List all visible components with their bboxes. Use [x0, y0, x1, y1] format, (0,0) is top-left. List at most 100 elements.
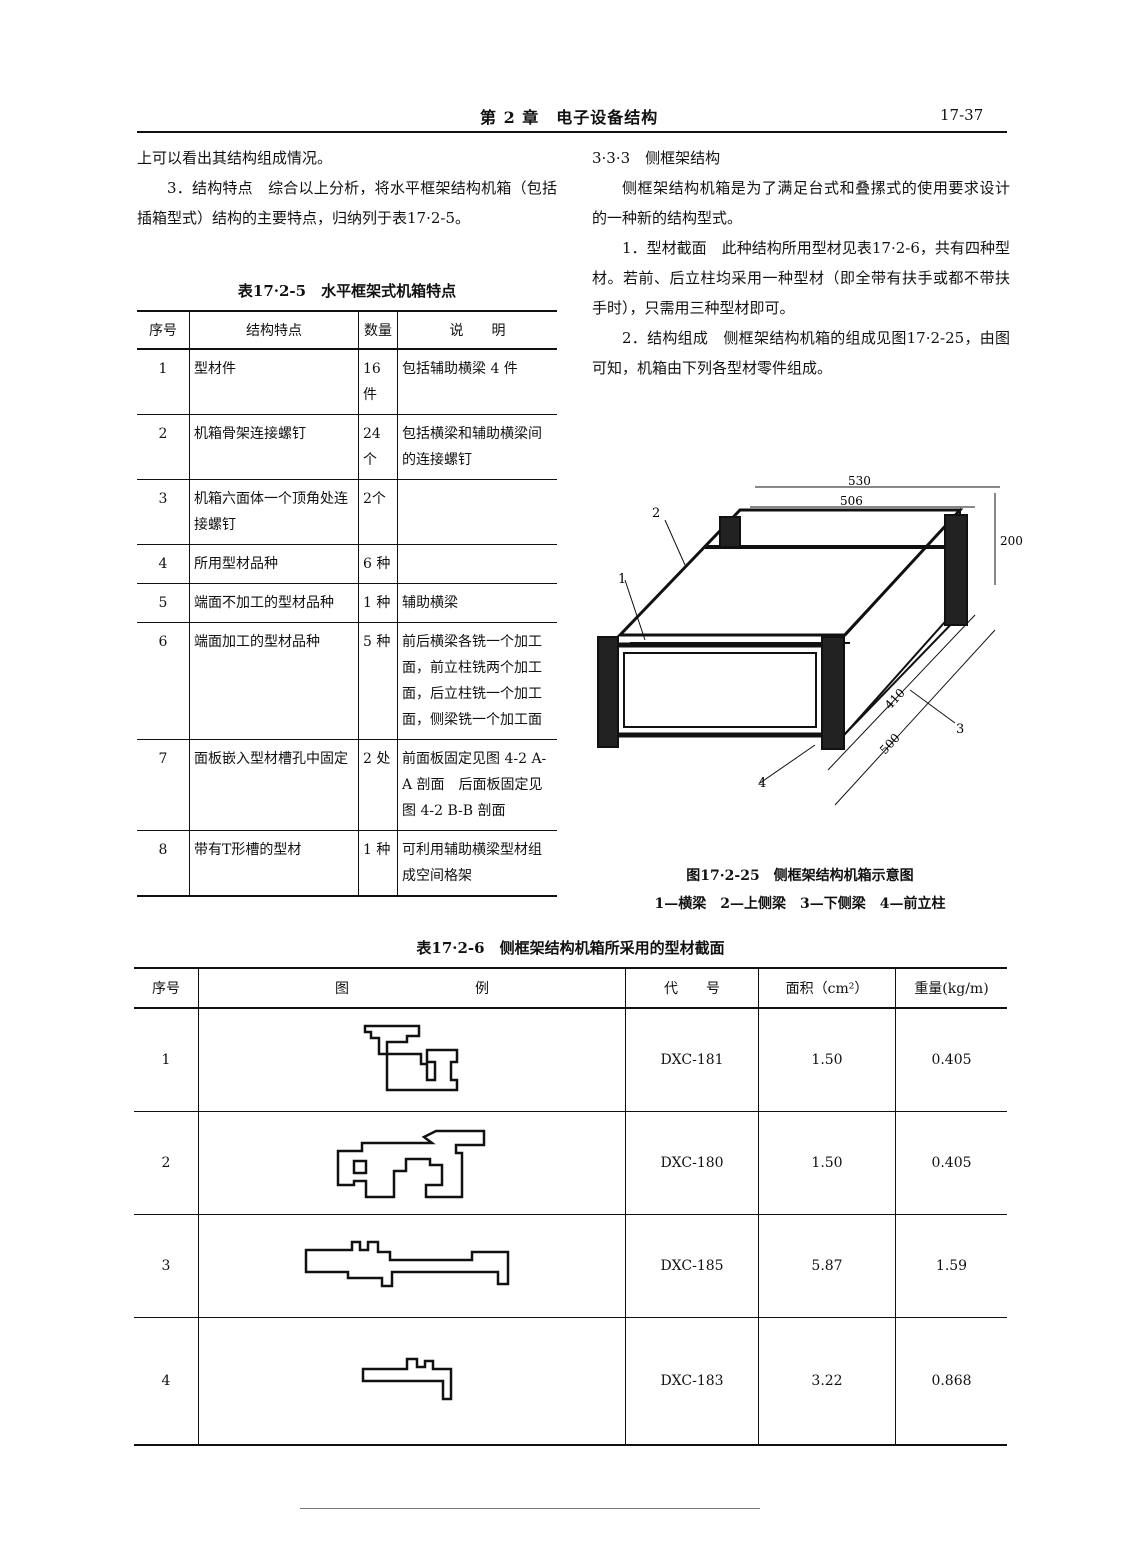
table-row: 4 DXC-183 3.22 0.868 [134, 1317, 1007, 1446]
paragraph: 侧框架结构机箱是为了满足台式和叠摞式的使用要求设计的一种新的结构型式。 [592, 179, 1010, 227]
footer-divider [300, 1508, 760, 1509]
figure-caption-title: 图17·2-25 侧框架结构机箱示意图 [686, 868, 914, 884]
figure-legend: 1—横梁 2—上侧梁 3—下侧梁 4—前立柱 [654, 896, 946, 912]
table-cell: 4 [134, 1317, 199, 1446]
table-cell: 可利用辅助横梁型材组成空间格架 [397, 830, 557, 897]
column-header: 重量(kg/m) [895, 967, 1007, 1009]
table-cell: 1.59 [895, 1214, 1007, 1318]
table-cell: 2 [134, 1111, 199, 1215]
table6-caption: 表17·2-6 侧框架结构机箱所采用的型材截面 [416, 939, 725, 957]
table-cell: 机箱六面体一个顶角处连接螺钉 [189, 479, 359, 545]
table-row: 2 DXC-180 1.50 0.405 [134, 1111, 1007, 1215]
table-cell: 前后横梁各铣一个加工面，前立柱铣两个加工面，后立柱铣一个加工面，侧梁铣一个加工面 [397, 622, 557, 740]
table-cell: 16件 [358, 349, 398, 415]
table-cell: 1.50 [758, 1008, 896, 1112]
chassis-figure: 530 506 200 410 500 1 2 3 4 [597, 474, 1023, 806]
table-header-row: 序号 图 例 代 号 面积（cm²） 重量(kg/m) [134, 967, 1007, 1009]
profile-drawing [304, 1240, 510, 1288]
table-cell: 机箱骨架连接螺钉 [189, 414, 359, 480]
profile-drawing-cell [198, 1317, 626, 1446]
table-cell: 7 [137, 739, 190, 831]
table-cell: 5.87 [758, 1214, 896, 1318]
paragraph: 1．型材截面 此种结构所用型材见表17·2-6，共有四种型材。若前、后立柱均采用… [592, 239, 1010, 317]
table-cell: DXC-181 [625, 1008, 759, 1112]
table-cell [397, 544, 557, 584]
part-label: 1 [618, 572, 626, 587]
table-cell [397, 479, 557, 545]
paragraph: 2．结构组成 侧框架结构机箱的组成见图17·2-25，由图可知，机箱由下列各型材… [592, 329, 1010, 377]
left-column: 上可以看出其结构组成情况。 3．结构特点 综合以上分析，将水平框架结构机箱（包括… [137, 143, 557, 233]
profile-drawing [361, 1357, 453, 1401]
chapter-title: 第 2 章 电子设备结构 [480, 108, 659, 127]
column-header: 代 号 [625, 967, 759, 1009]
table-cell: 所用型材品种 [189, 544, 359, 584]
column-header: 结构特点 [189, 310, 359, 350]
table-cell: 1 [134, 1008, 199, 1112]
table-cell: 6 [137, 622, 190, 740]
table-cell: 5 种 [358, 622, 398, 740]
table-cell: 1 [137, 349, 190, 415]
table-cell: 2个 [358, 479, 398, 545]
table5-caption: 表17·2-5 水平框架式机箱特点 [237, 282, 457, 300]
section-heading: 3·3·3 侧框架结构 [592, 149, 721, 167]
table-row: 3 DXC-185 5.87 1.59 [134, 1214, 1007, 1318]
table-cell: DXC-185 [625, 1214, 759, 1318]
column-header: 说 明 [397, 310, 557, 350]
profile-drawing-cell [198, 1111, 626, 1215]
table-header-row: 序号 结构特点 数量 说 明 [137, 310, 557, 350]
table-cell: 型材件 [189, 349, 359, 415]
table-cell: 0.405 [895, 1111, 1007, 1215]
part-label: 2 [652, 506, 660, 521]
table-cell: 1 种 [358, 583, 398, 623]
table-cell: 2 处 [358, 739, 398, 831]
column-header: 序号 [137, 310, 190, 350]
dimension-label: 506 [840, 494, 863, 508]
table-cell: 辅助横梁 [397, 583, 557, 623]
paragraph: 上可以看出其结构组成情况。 [137, 149, 333, 167]
paragraph: 3．结构特点 综合以上分析，将水平框架结构机箱（包括插箱型式）结构的主要特点，归… [137, 179, 557, 227]
table-cell: 前面板固定见图 4-2 A-A 剖面 后面板固定见图 4-2 B-B 剖面 [397, 739, 557, 831]
column-header: 数量 [358, 310, 398, 350]
table-cell: 3 [137, 479, 190, 545]
table-cell: 8 [137, 830, 190, 897]
dimension-label: 530 [848, 474, 871, 488]
profile-drawing-cell [198, 1214, 626, 1318]
page-number: 17-37 [940, 106, 984, 124]
table-cell: 2 [137, 414, 190, 480]
table-cell: 包括横梁和辅助横梁间的连接螺钉 [397, 414, 557, 480]
profile-drawing [336, 1129, 486, 1199]
header-divider [137, 131, 1007, 133]
profile-drawing-cell [198, 1008, 626, 1112]
profile-drawing [363, 1024, 459, 1092]
table-cell: 0.405 [895, 1008, 1007, 1112]
table-cell: 包括辅助横梁 4 件 [397, 349, 557, 415]
table-cell: 6 种 [358, 544, 398, 584]
table6: 序号 图 例 代 号 面积（cm²） 重量(kg/m) 1 DXC-181 1.… [134, 967, 1007, 1446]
column-header: 面积（cm²） [758, 967, 896, 1009]
table-cell: 5 [137, 583, 190, 623]
table-cell: 4 [137, 544, 190, 584]
figure-caption: 图17·2-25 侧框架结构机箱示意图 1—横梁 2—上侧梁 3—下侧梁 4—前… [600, 862, 1000, 918]
column-header: 图 例 [198, 967, 626, 1009]
table-cell: 0.868 [895, 1317, 1007, 1446]
table-cell: 1 种 [358, 830, 398, 897]
table-cell: 3.22 [758, 1317, 896, 1446]
dimension-label: 200 [1000, 534, 1023, 548]
table-cell: 1.50 [758, 1111, 896, 1215]
table-row: 1 DXC-181 1.50 0.405 [134, 1008, 1007, 1112]
table-cell: 带有T形槽的型材 [189, 830, 359, 897]
part-label: 4 [758, 776, 766, 791]
part-label: 3 [956, 722, 964, 737]
table-cell: 3 [134, 1214, 199, 1318]
table-cell: 端面不加工的型材品种 [189, 583, 359, 623]
table-cell: 24个 [358, 414, 398, 480]
table-cell: 面板嵌入型材槽孔中固定 [189, 739, 359, 831]
